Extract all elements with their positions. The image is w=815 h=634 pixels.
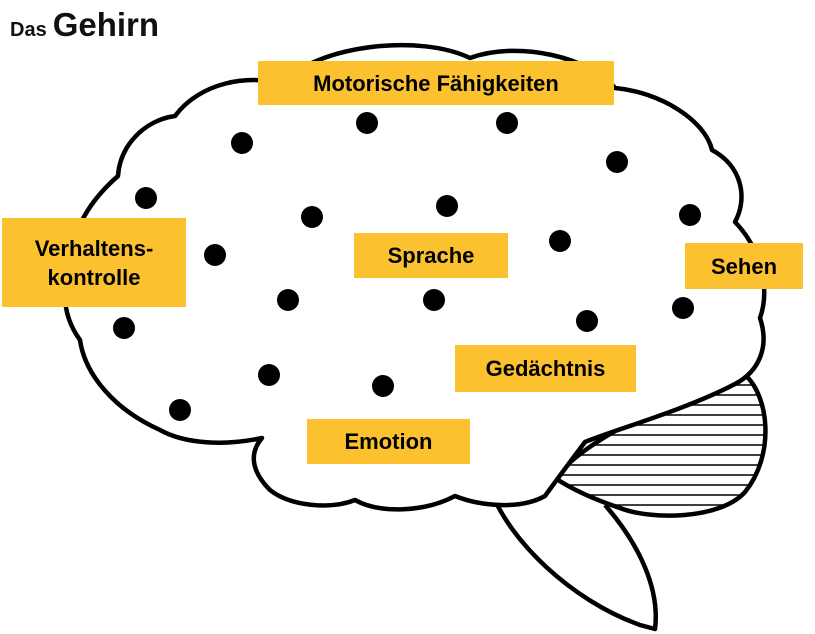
label-language-text: Sprache <box>388 241 475 270</box>
dot <box>372 375 394 397</box>
dot <box>549 230 571 252</box>
dot <box>356 112 378 134</box>
dot <box>576 310 598 332</box>
dot <box>672 297 694 319</box>
label-emotion-text: Emotion <box>345 427 433 456</box>
dot <box>169 399 191 421</box>
dot <box>258 364 280 386</box>
dot <box>113 317 135 339</box>
dot <box>277 289 299 311</box>
dot <box>204 244 226 266</box>
label-vision-text: Sehen <box>711 252 777 281</box>
label-memory-text: Gedächtnis <box>486 354 606 383</box>
dot <box>606 151 628 173</box>
dot <box>496 112 518 134</box>
label-language: Sprache <box>354 233 508 278</box>
label-vision: Sehen <box>685 243 803 289</box>
dot <box>423 289 445 311</box>
dot <box>135 187 157 209</box>
dot <box>679 204 701 226</box>
dot <box>301 206 323 228</box>
label-behavior-line2: kontrolle <box>48 263 141 292</box>
label-motor-skills-text: Motorische Fähigkeiten <box>313 69 559 98</box>
label-motor-skills: Motorische Fähigkeiten <box>258 61 614 105</box>
label-behavior-line1: Verhaltens- <box>35 234 154 263</box>
label-behavior-control: Verhaltens- kontrolle <box>2 218 186 307</box>
label-emotion: Emotion <box>307 419 470 464</box>
dot <box>231 132 253 154</box>
label-memory: Gedächtnis <box>455 345 636 392</box>
dot <box>436 195 458 217</box>
